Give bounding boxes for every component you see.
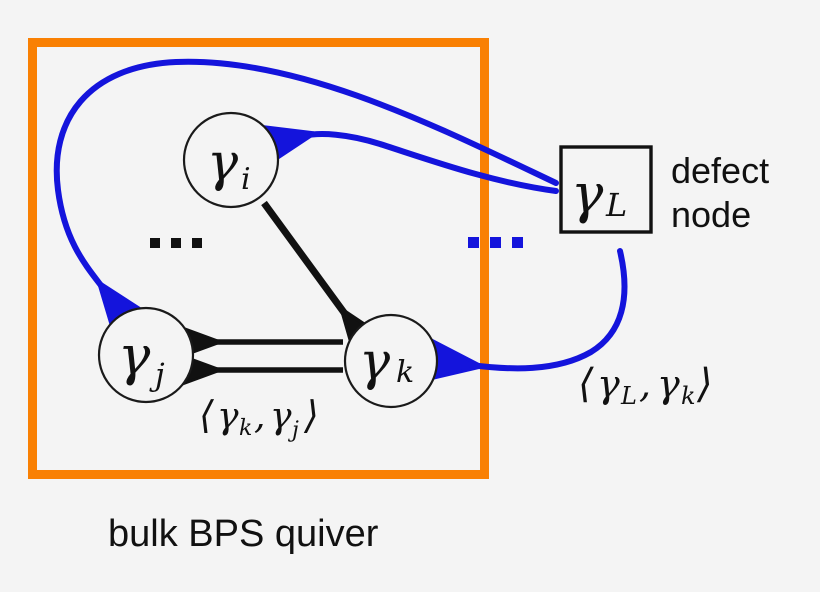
defect-pairing-comma: , [639,362,651,406]
defect-caption-line2: node [671,194,751,235]
bulk-ellipsis-dot-1 [150,238,160,248]
defect-ellipsis-dots [468,237,523,248]
node-gamma-k-circle [343,313,439,409]
edge-defect-to-gamma-i [303,134,559,194]
defect-caption-line1: defect [671,150,769,191]
bulk-pairing-open-bracket: ⟨ [199,393,215,437]
node-gamma-k-label: γ [359,332,391,392]
defect-ellipsis-dot-1 [468,237,479,248]
edge-defect-to-gamma-j [53,58,559,292]
defect-node-subscript: L [605,186,627,224]
bulk-pairing-second-gamma: γ [270,396,292,437]
node-defect-gamma-L[interactable]: γ L [559,145,653,234]
defect-node-box [559,145,653,234]
defect-pairing-second-subscript: k [681,382,696,410]
defect-pairing-label: ⟨ γ L , γ k ⟩ [578,361,713,410]
defect-pairing-open-bracket: ⟨ [578,361,594,407]
bulk-pairing-first-gamma: γ [217,396,239,437]
node-gamma-k-subscript: k [396,355,414,390]
bulk-pairing-first-subscript: k [239,416,252,441]
bulk-pairing-comma: , [254,396,265,437]
defect-pairing-first-subscript: L [620,382,637,410]
node-gamma-i-subscript: i [241,162,251,197]
bulk-pairing-label: ⟨ γ k , γ j ⟩ [199,393,319,443]
node-gamma-k[interactable]: γ k [343,313,439,409]
bulk-ellipsis-dot-2 [171,238,181,248]
bulk-quiver-border [28,38,489,479]
bulk-quiver-caption: bulk BPS quiver [108,513,379,555]
defect-pairing-first-gamma: γ [597,362,620,406]
node-gamma-j-circle [97,306,195,404]
node-gamma-i-label: γ [207,133,239,193]
edge-defect-to-gamma-k [470,248,628,368]
defect-pairing-second-gamma: γ [657,362,680,406]
defect-node-label: γ [571,162,604,225]
node-gamma-j[interactable]: γ j [97,306,195,404]
bulk-pairing-close-bracket: ⟩ [303,393,319,437]
bulk-ellipsis-dot-3 [192,238,202,248]
node-gamma-i[interactable]: γ i [182,111,280,209]
bulk-ellipsis-dots [150,238,202,248]
node-gamma-j-label: γ [118,324,151,387]
defect-ellipsis-dot-2 [490,237,501,248]
defect-ellipsis-dot-3 [512,237,523,248]
node-gamma-i-circle [182,111,280,209]
defect-pairing-close-bracket: ⟩ [696,361,713,407]
edge-gamma-i-to-gamma-k [261,200,348,318]
